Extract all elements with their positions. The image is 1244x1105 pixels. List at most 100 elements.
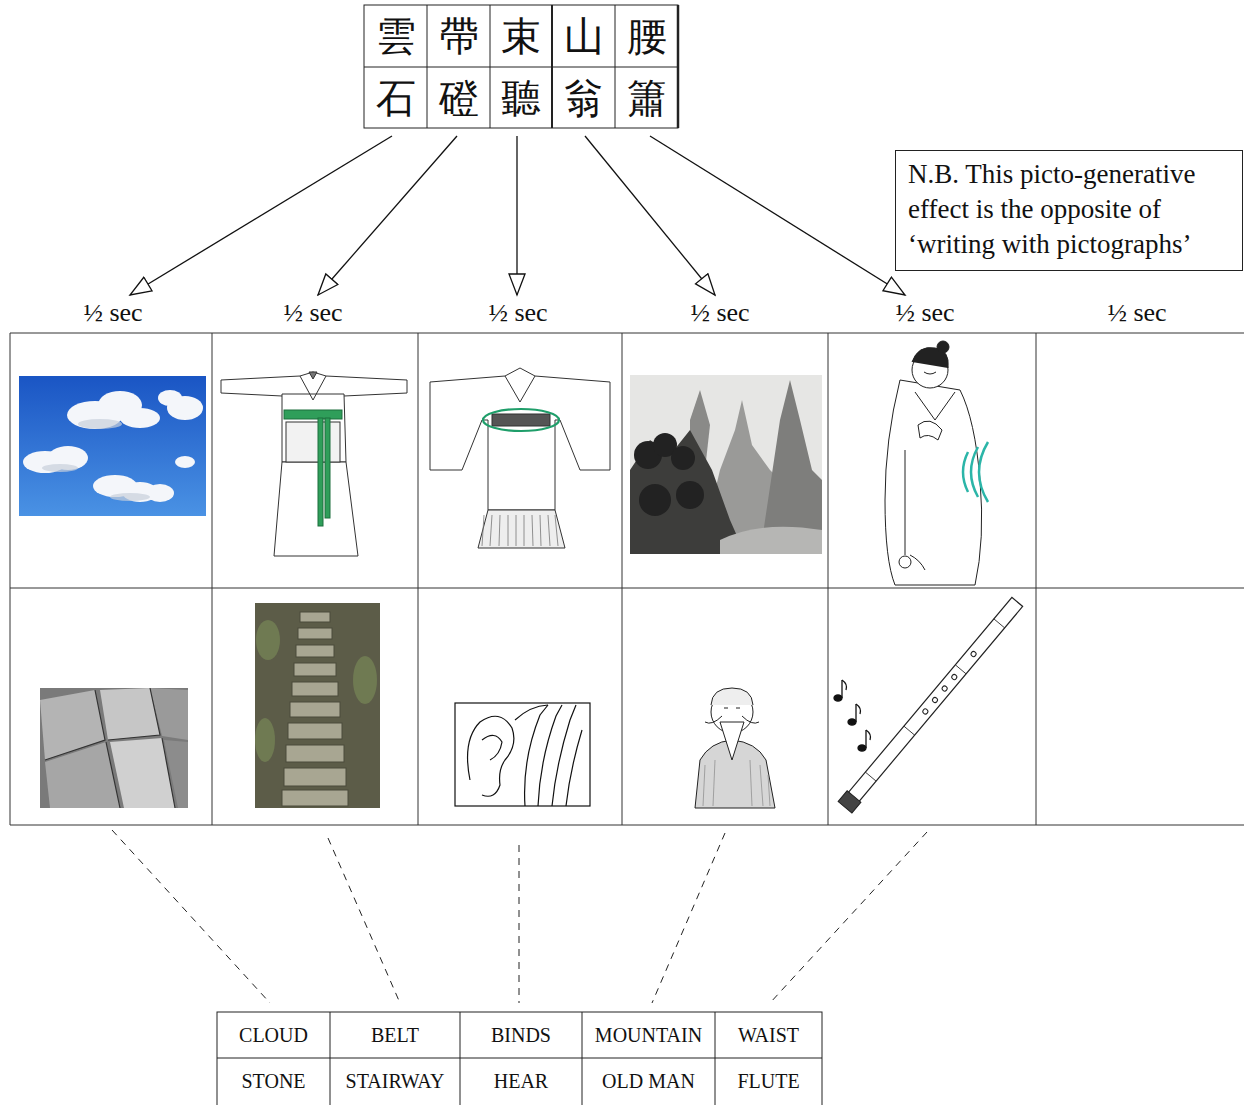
stone-picture-part-part — [45, 690, 105, 760]
robe-binds-picture-part-part — [508, 515, 509, 546]
cloud-picture-part-part — [110, 493, 150, 501]
mountain-picture-part — [634, 433, 704, 516]
mountain-picture — [630, 375, 822, 554]
robe-belt-picture-part — [282, 394, 346, 462]
stone-picture — [40, 688, 188, 808]
robe-belt-picture-part — [274, 462, 358, 556]
flute-picture-part-part — [842, 680, 847, 690]
flute-picture-part-part — [841, 680, 842, 698]
ear-picture — [455, 703, 590, 806]
word-table — [217, 1012, 822, 1105]
time-label: ½ sec — [63, 297, 163, 329]
robe-binds-picture-part-part — [540, 515, 541, 546]
robe-binds-picture-part — [430, 368, 610, 510]
picture-grid-part — [1036, 333, 1037, 825]
word-cell: STONE — [219, 1060, 328, 1103]
mountain-picture-part — [720, 527, 822, 554]
ear-picture-part — [515, 705, 548, 720]
word-cell: STAIRWAY — [332, 1060, 458, 1103]
character-table-part — [551, 5, 553, 128]
woman-picture-part — [910, 555, 925, 570]
flute-picture-part-part — [922, 651, 977, 715]
cloud-picture-part-part — [175, 456, 195, 468]
character-cell: 束 — [492, 7, 550, 65]
character-table-part — [677, 5, 680, 128]
character-cell: 石 — [366, 69, 425, 127]
flute-picture-part-part-part — [951, 673, 958, 680]
woman-picture-part — [915, 392, 955, 420]
old-man-picture-part-part — [750, 760, 752, 806]
stairway-picture-part-part — [296, 645, 334, 657]
flute-picture-part — [834, 680, 871, 751]
robe-binds-picture-part-part — [524, 515, 525, 546]
flute-picture — [834, 596, 1024, 813]
flute-picture-part-part — [858, 745, 866, 751]
stairway-picture-part — [282, 612, 348, 806]
ear-picture-part — [566, 730, 582, 806]
ear-picture-part — [468, 716, 514, 796]
old-man-picture-part — [724, 708, 740, 709]
note-box: N.B. This picto-generative effect is the… — [895, 150, 1243, 271]
flute-picture-part-part-part — [904, 726, 915, 735]
flute-picture-part-part-part — [941, 685, 948, 692]
stairway-picture-part — [255, 620, 377, 762]
woman-picture — [885, 341, 988, 585]
word-cell: FLUTE — [717, 1060, 820, 1103]
flute-picture-part-part-part — [922, 708, 929, 715]
mountain-picture-part-part — [676, 481, 704, 509]
woman-picture-part — [963, 442, 988, 502]
mountain-picture-part-part — [639, 484, 671, 516]
character-cell: 磴 — [429, 69, 488, 127]
word-table-part — [217, 1058, 822, 1059]
woman-picture-part — [937, 341, 949, 353]
stone-picture-part — [164, 740, 188, 808]
old-man-picture-part-part — [760, 765, 763, 806]
flute-picture-part-part-part — [955, 665, 966, 674]
cloud-picture-part-part — [42, 464, 78, 472]
flute-picture-part-part-part — [970, 651, 977, 658]
timeline-arrow-part — [516, 136, 517, 295]
dashed-leader-part — [328, 838, 400, 1003]
stone-picture-part — [100, 688, 160, 740]
old-man-picture-part — [703, 760, 770, 806]
word-cell: CLOUD — [219, 1014, 328, 1057]
ear-picture-part — [482, 735, 502, 760]
stone-picture-part — [45, 688, 175, 808]
picture-grid-part — [212, 333, 213, 825]
stone-picture-part — [110, 738, 175, 808]
stairway-picture-part-part — [298, 628, 332, 639]
robe-binds-picture-part-part — [555, 515, 558, 546]
cloud-picture-part — [19, 376, 206, 516]
time-label: ½ sec — [670, 297, 770, 329]
cloud-picture-part-part — [78, 419, 122, 429]
robe-binds-picture-part — [492, 414, 550, 426]
stone-picture-part — [45, 742, 120, 808]
flute-picture-part-part-part — [865, 772, 876, 781]
character-table-part — [364, 5, 678, 128]
cloud-picture-part-part — [146, 484, 174, 502]
character-table-part — [490, 5, 491, 128]
robe-belt-picture-part — [221, 372, 407, 396]
stone-picture-part-part — [108, 688, 160, 740]
word-cell: HEAR — [462, 1060, 580, 1103]
stairway-picture-part-part — [290, 702, 340, 717]
word-table-part — [582, 1012, 583, 1105]
woman-picture-part-part — [963, 452, 968, 492]
robe-belt-picture-part — [325, 418, 330, 518]
old-man-picture — [695, 688, 775, 808]
cloud-picture-part — [23, 390, 203, 502]
woman-picture-part — [885, 380, 982, 585]
character-cell: 翁 — [554, 69, 613, 127]
flute-picture-part-part — [848, 719, 856, 725]
time-label: ½ sec — [263, 297, 363, 329]
flute-picture-part-part — [865, 730, 866, 748]
ear-picture-part — [455, 703, 590, 806]
character-cell: 雲 — [366, 7, 425, 65]
flute-picture-part-part — [866, 730, 871, 740]
word-cell: BELT — [332, 1014, 458, 1057]
woman-picture-part — [918, 421, 942, 440]
character-table-part — [364, 67, 678, 68]
character-cell: 山 — [554, 7, 613, 65]
timeline-arrow-part — [318, 136, 457, 295]
picture-grid-part — [828, 333, 829, 825]
